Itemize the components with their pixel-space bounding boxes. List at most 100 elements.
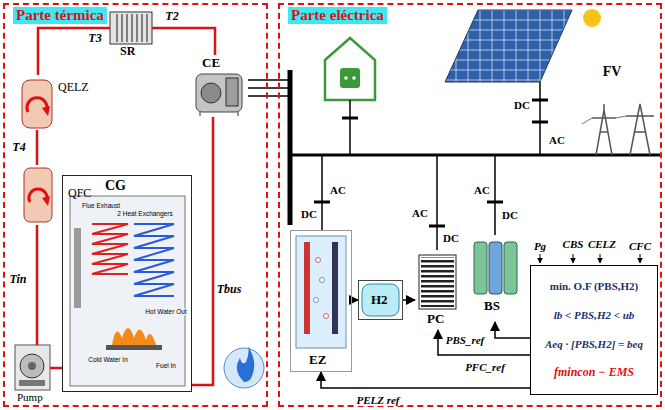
solar-radiator <box>110 12 152 44</box>
ac-bus <box>288 70 293 225</box>
converter-feeders <box>429 225 445 228</box>
pump-box: Pump <box>15 345 50 390</box>
boiler <box>92 224 128 274</box>
heat-exchanger <box>22 80 52 128</box>
gas-supply <box>224 346 264 388</box>
part-label: 2 Heat Exchangers <box>116 210 173 217</box>
hydrogen-tank-box: H2 <box>358 280 403 320</box>
hot-water-pipe <box>50 367 62 370</box>
annotation-label: CBS <box>562 238 585 250</box>
signal-label: PFC_ref <box>464 361 506 373</box>
part-label: Hot Water Out <box>144 308 187 315</box>
converter-feeders <box>321 155 323 230</box>
grid-tower <box>582 116 626 124</box>
boiler-box: CG <box>62 175 192 392</box>
house-load <box>352 76 356 80</box>
node-text: Aeq · [PBS,H2] = beq <box>545 338 643 350</box>
annotation-label: CFC <box>628 240 652 252</box>
annotation-label: DC <box>513 99 531 111</box>
signal-arrow <box>438 330 530 355</box>
boiler <box>70 196 185 386</box>
node-title: SR <box>120 45 135 58</box>
house-load <box>349 100 351 155</box>
ac-bus <box>290 154 662 157</box>
temperature-label: Tin <box>9 273 28 286</box>
pv-array <box>532 99 548 102</box>
node-title: H2 <box>371 293 388 307</box>
pv-array <box>445 9 601 155</box>
cogeneration-engine <box>226 78 238 106</box>
grid-tower <box>582 104 654 155</box>
house-load <box>344 76 348 80</box>
cogeneration-wires <box>248 80 290 96</box>
battery-bank <box>504 242 517 294</box>
pump <box>28 362 36 370</box>
pv-array <box>539 82 541 155</box>
pump <box>15 345 50 390</box>
node-title: Parte eléctrica <box>288 7 387 24</box>
solar-radiator <box>113 14 149 42</box>
fuel-cell-box: PC <box>415 250 460 330</box>
annotation-label: AC <box>411 207 429 219</box>
battery-bank <box>489 242 502 294</box>
temperature-label: T2 <box>164 10 179 23</box>
pump <box>19 380 45 386</box>
hydrogen-tank <box>362 284 399 316</box>
part-label: Flue Exhaust <box>81 202 121 209</box>
electrical-panel: EZ H2 PCBS min. O.F (PBS,H2) lb < PBS,H2 < u… <box>278 3 662 407</box>
fuel-cell-stack <box>419 255 456 309</box>
node-text: lb < PBS,H2 < ub <box>554 309 635 321</box>
node-title: Parte térmica <box>13 7 107 24</box>
electrolyzer-box: EZ <box>290 230 352 372</box>
electrolyzer <box>296 236 346 348</box>
annotation-label: AC <box>329 184 347 196</box>
cogeneration-engine <box>196 74 242 112</box>
annotation-label: CELZ <box>587 238 617 250</box>
house-load <box>342 117 358 120</box>
boiler <box>134 224 174 296</box>
battery-box: BS <box>470 235 520 322</box>
heat-exchanger <box>42 106 50 116</box>
electrolyzer <box>314 298 319 303</box>
converter-feeders <box>494 155 496 235</box>
electrolyzer <box>320 278 325 283</box>
electrolyzer <box>316 258 321 263</box>
annotation-label: DC <box>442 232 460 244</box>
pump <box>20 354 44 378</box>
hot-water-pipe <box>38 28 110 75</box>
electrolyzer <box>304 242 310 334</box>
signal-arrow <box>495 322 530 338</box>
grid-tower <box>592 104 616 155</box>
battery-bank <box>474 242 487 294</box>
cogeneration-wires <box>248 79 290 81</box>
annotation-label: AC <box>473 184 491 196</box>
pv-array <box>532 121 548 124</box>
hot-water-pipe <box>152 28 215 55</box>
boiler <box>112 328 156 345</box>
node-text: min. O.F (PBS,H2) <box>550 280 639 292</box>
solar-radiator <box>110 12 152 44</box>
cogeneration-engine <box>238 112 239 116</box>
signal-arrow <box>321 372 530 388</box>
pump <box>15 345 50 390</box>
hot-water-pipe <box>192 117 213 385</box>
annotation-label: DC <box>501 209 519 221</box>
grid-tower <box>626 104 654 155</box>
hydrogen-tank <box>362 284 399 316</box>
cogeneration-engine <box>201 83 221 103</box>
temperature-label: T4 <box>11 141 26 154</box>
cogeneration-engine <box>196 74 242 116</box>
converter-feeders <box>314 201 330 204</box>
cogeneration-wires <box>248 87 290 89</box>
part-label: Fuel In <box>155 362 177 369</box>
electrolyzer <box>332 242 338 334</box>
node-title: EZ <box>309 353 326 367</box>
cost-input-arrows <box>600 254 601 263</box>
fuel-cell-stack <box>421 257 454 307</box>
heat-exchanger <box>24 168 52 222</box>
temperature-label: Tbus <box>216 283 243 296</box>
node-title: CG <box>105 178 126 193</box>
annotation-label: DC <box>300 208 318 220</box>
hot-water-pipe <box>36 130 39 165</box>
